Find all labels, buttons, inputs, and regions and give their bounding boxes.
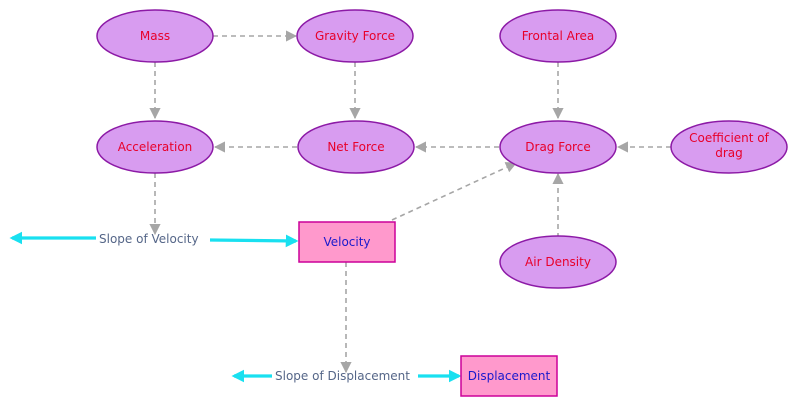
node-frontal-area-label: Frontal Area	[522, 29, 594, 43]
node-air-density-label: Air Density	[525, 255, 591, 269]
node-coefficient-of-drag-label-line1: Coefficient of	[689, 131, 769, 145]
node-air-density[interactable]: Air Density	[499, 235, 617, 289]
node-net-force-label: Net Force	[327, 140, 384, 154]
node-gravity-force-label: Gravity Force	[315, 29, 395, 43]
node-mass-label: Mass	[140, 29, 170, 43]
node-coefficient-of-drag[interactable]: Coefficient of drag	[670, 120, 788, 174]
node-drag-force[interactable]: Drag Force	[499, 120, 617, 174]
node-displacement[interactable]: Displacement	[460, 355, 558, 397]
node-net-force[interactable]: Net Force	[297, 120, 415, 174]
node-acceleration[interactable]: Acceleration	[96, 120, 214, 174]
node-coefficient-of-drag-label-line2: drag	[715, 146, 743, 160]
slope-of-displacement-label: Slope of Displacement	[275, 369, 410, 383]
slope-of-velocity-label: Slope of Velocity	[99, 232, 199, 246]
node-mass[interactable]: Mass	[96, 9, 214, 63]
node-acceleration-label: Acceleration	[118, 140, 193, 154]
slope-velocity-arrow-right	[209, 234, 299, 248]
node-velocity[interactable]: Velocity	[298, 221, 396, 263]
node-gravity-force[interactable]: Gravity Force	[296, 9, 414, 63]
node-frontal-area[interactable]: Frontal Area	[499, 9, 617, 63]
node-drag-force-label: Drag Force	[525, 140, 590, 154]
node-displacement-label: Displacement	[468, 369, 551, 383]
node-velocity-label: Velocity	[323, 235, 370, 249]
arrow-velocity-to-drag-force	[391, 162, 518, 221]
